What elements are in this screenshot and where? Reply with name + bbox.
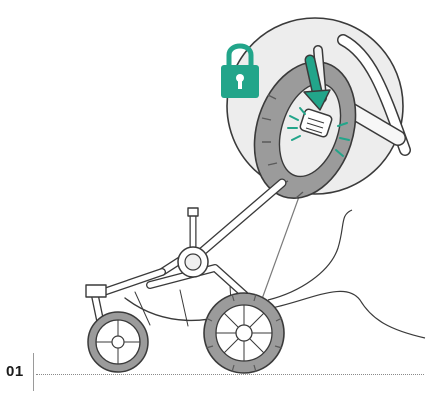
step-number: 01: [6, 363, 24, 380]
dotted-rule: [36, 374, 424, 375]
step-indicator: 01: [6, 353, 426, 393]
step-divider: [33, 353, 34, 391]
leg-silhouette: [268, 210, 425, 338]
frame-hinge: [178, 247, 208, 277]
padlock-locked-icon: [221, 46, 259, 98]
